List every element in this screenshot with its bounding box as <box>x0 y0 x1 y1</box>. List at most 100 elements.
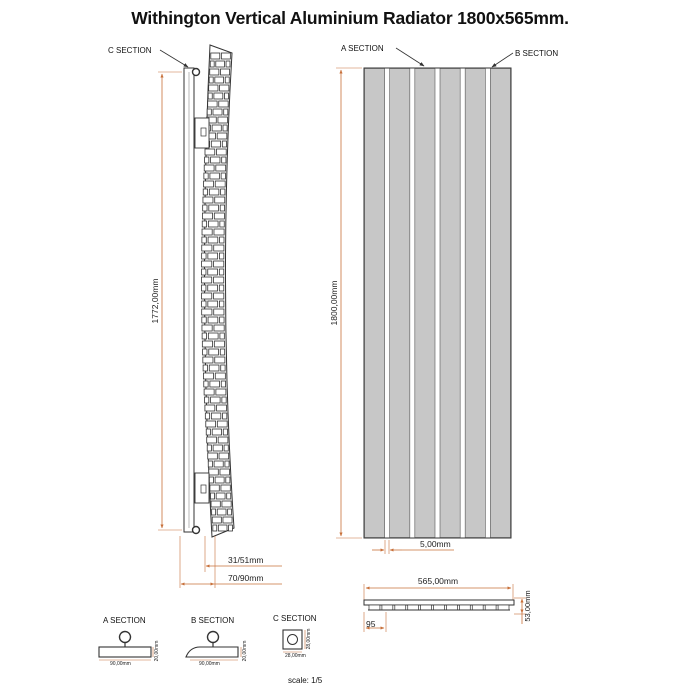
section-a-detail: A SECTION 90,00mm 20,00mm <box>98 616 160 667</box>
brick <box>201 292 213 300</box>
section-c-height-text: 28,00mm <box>306 629 312 650</box>
brick <box>202 356 214 364</box>
brick <box>218 100 229 108</box>
top-offset-dimension-text: 95 <box>366 619 376 629</box>
brick <box>219 332 225 340</box>
height-dimension-text: 1772,00mm <box>150 279 160 324</box>
brick <box>215 492 226 500</box>
brick <box>207 316 219 324</box>
brick <box>213 460 224 468</box>
gap-dimension-text: 5,00mm <box>420 539 451 549</box>
brick <box>206 108 212 116</box>
brick <box>215 388 227 396</box>
brick <box>208 364 220 372</box>
brick <box>227 508 233 516</box>
brick <box>220 68 231 76</box>
brick <box>208 476 214 484</box>
top-valve <box>191 67 201 77</box>
brick <box>213 276 225 284</box>
brick <box>219 204 225 212</box>
brick <box>201 244 213 252</box>
brick <box>222 428 228 436</box>
brick <box>201 324 213 332</box>
top-view-fin <box>394 604 407 611</box>
brick <box>202 196 214 204</box>
section-c-detail: C SECTION 28,00mm 28,00mm <box>273 614 317 659</box>
brick <box>223 444 229 452</box>
brick <box>212 108 223 116</box>
front-height-dimension-text: 1800,00mm <box>329 281 339 326</box>
leader-arrow <box>159 49 189 68</box>
brick <box>225 60 231 68</box>
brick <box>214 196 226 204</box>
top-view-fin <box>433 604 445 611</box>
brick <box>208 468 219 476</box>
brick <box>205 420 217 428</box>
brick <box>224 460 230 468</box>
radiator-panel <box>364 68 385 538</box>
scale-text: scale: 1/5 <box>288 676 323 685</box>
brick <box>207 100 218 108</box>
brick <box>220 188 226 196</box>
brick <box>207 92 213 100</box>
brick <box>213 292 225 300</box>
radiator-panel <box>414 68 436 538</box>
brick <box>210 396 221 404</box>
brick <box>222 412 228 420</box>
brick <box>203 380 209 388</box>
brick <box>201 236 207 244</box>
section-b-width-text: 90,00mm <box>199 661 220 667</box>
brick <box>220 380 227 388</box>
side-view-section-label: C SECTION <box>108 46 152 55</box>
leader-arrow-a <box>395 47 425 67</box>
brick <box>219 468 230 476</box>
brick <box>210 500 221 508</box>
brick <box>209 484 220 492</box>
brick <box>209 380 220 388</box>
brick <box>203 180 214 188</box>
brick <box>207 220 219 228</box>
front-view-section-a-label: A SECTION <box>341 44 384 53</box>
brick <box>204 404 216 412</box>
front-view-section-b-label: B SECTION <box>515 49 558 58</box>
brick <box>203 172 209 180</box>
brick <box>214 372 226 380</box>
brick <box>204 148 216 156</box>
brick <box>203 164 215 172</box>
brick <box>207 236 219 244</box>
brick <box>208 348 219 356</box>
brick <box>222 124 228 132</box>
section-a-pipe <box>118 630 132 644</box>
brick <box>216 148 227 156</box>
brick <box>207 332 219 340</box>
brick <box>211 428 222 436</box>
brick <box>219 220 225 228</box>
brick <box>218 284 225 292</box>
section-a-width-text: 90,00mm <box>110 661 131 667</box>
brick <box>214 356 226 364</box>
brick <box>204 412 211 420</box>
brick <box>210 492 215 500</box>
brick <box>202 188 208 196</box>
brick <box>208 84 219 92</box>
brick <box>208 188 220 196</box>
brick <box>216 132 228 140</box>
bottom-bracket <box>194 472 210 504</box>
brick <box>211 516 222 524</box>
brick <box>220 364 226 372</box>
radiator-panels <box>363 67 512 539</box>
brick <box>207 452 218 460</box>
top-view-front-plate <box>363 599 515 606</box>
top-view-fin <box>407 604 419 611</box>
brick <box>211 124 222 132</box>
brick <box>226 492 232 500</box>
section-b-pipe <box>206 630 220 644</box>
brick <box>206 444 212 452</box>
section-c-width-text: 28,00mm <box>285 653 306 659</box>
brick <box>228 524 233 532</box>
brick <box>219 316 225 324</box>
brick <box>213 308 225 316</box>
brick <box>202 348 208 356</box>
top-depth-dimension-text: 53,00mm <box>523 590 532 621</box>
section-c-pipe <box>287 634 298 645</box>
